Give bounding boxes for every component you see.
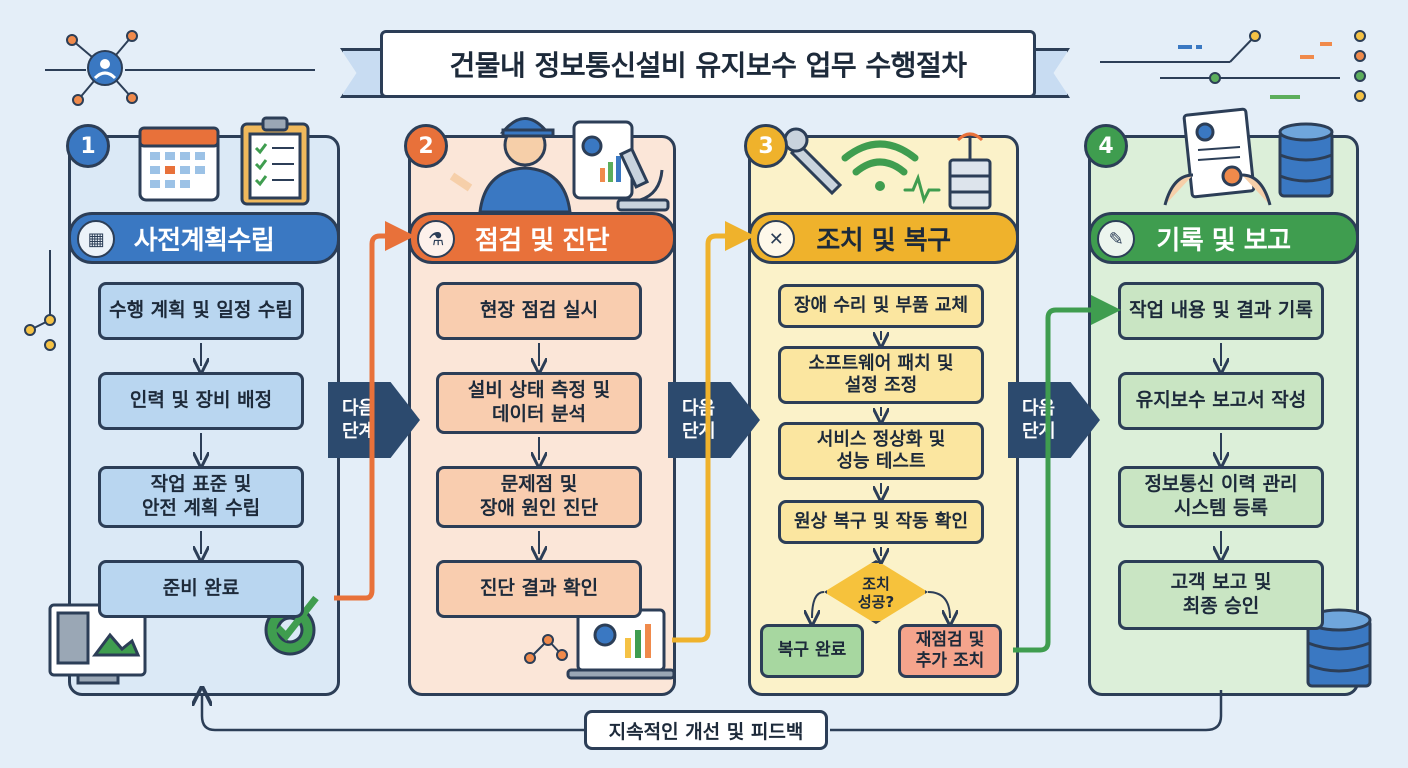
microscope-icon: ⚗: [417, 220, 455, 258]
laptop-chart-illustration-icon: [566, 608, 676, 680]
stage-1-step-1: 수행 계획 및 일정 수립: [98, 282, 304, 340]
stage-2-step-3: 문제점 및 장애 원인 진단: [436, 466, 642, 528]
stage-2-step-2: 설비 상태 측정 및 데이터 분석: [436, 372, 642, 434]
stage-2-title: 점검 및 진단: [474, 225, 610, 256]
stage-3-number: 3: [744, 124, 788, 168]
network-node-icon: [524, 634, 568, 664]
database-bottom-illustration-icon: [1306, 608, 1372, 688]
stage-1-number: 1: [66, 124, 110, 168]
wifi-illustration-icon: [841, 140, 941, 205]
feedback-label: 지속적인 개선 및 피드백: [584, 710, 828, 750]
calendar-illustration-icon: [138, 126, 220, 202]
technician-illustration-icon: [449, 117, 572, 214]
stage-3-title: 조치 및 복구: [816, 225, 951, 256]
stage-3-step-1: 장애 수리 및 부품 교체: [778, 284, 984, 328]
stage-2-header: ⚗ 점검 및 진단: [408, 212, 676, 264]
stage-1-step-2: 인력 및 장비 배정: [98, 372, 304, 430]
clipboard-illustration-icon: [240, 116, 310, 206]
stage-4-number: 4: [1084, 124, 1128, 168]
tools-icon: ✕: [757, 220, 795, 258]
stage-2-step-1: 현장 점검 실시: [436, 282, 642, 340]
stage-4-header: ✎ 기록 및 보고: [1088, 212, 1359, 264]
stage-2-number: 2: [404, 124, 448, 168]
database-illustration-icon: [1278, 122, 1334, 198]
stage-1-title: 사전계획수립: [133, 225, 275, 256]
page-title: 건물내 정보통신설비 유지보수 업무 수행절차: [380, 30, 1036, 98]
wrench-illustration-icon: [783, 127, 843, 196]
stage-4-step-1: 작업 내용 및 결과 기록: [1118, 282, 1324, 340]
stage-4-step-4: 고객 보고 및 최종 승인: [1118, 560, 1324, 630]
calendar-icon: ▦: [77, 220, 115, 258]
next-stage-label-1: 다음 단계: [342, 397, 376, 442]
outcome-retry: 재점검 및 추가 조치: [898, 624, 1002, 678]
gear-check-illustration-icon: [264, 595, 319, 656]
stage-1-header: ▦ 사전계획수립: [68, 212, 340, 264]
decision-label: 조치 성공?: [857, 575, 895, 611]
report-document-illustration-icon: [1163, 107, 1272, 206]
title-banner: 건물내 정보통신설비 유지보수 업무 수행절차: [340, 30, 1070, 102]
microscope-illustration-icon: [616, 147, 670, 212]
stage-3-step-3: 서비스 정상화 및 성능 테스트: [778, 422, 984, 480]
monitor-illustration-icon: [48, 603, 147, 685]
document-icon: ✎: [1097, 220, 1135, 258]
server-illustration-icon: [948, 132, 992, 210]
stage-4-title: 기록 및 보고: [1156, 225, 1291, 256]
tablet-illustration-icon: [572, 120, 634, 200]
stage-2-step-4: 진단 결과 확인: [436, 560, 642, 618]
stage-3-header: ✕ 조치 및 복구: [748, 212, 1019, 264]
